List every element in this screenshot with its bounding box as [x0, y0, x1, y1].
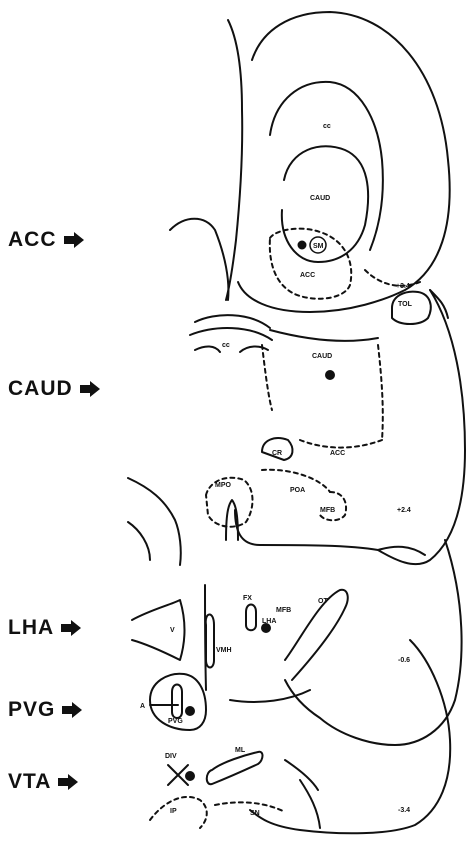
label-vmh: VMH — [216, 647, 232, 654]
label-mpo: MPO — [215, 482, 232, 489]
section-3-ot-band — [285, 590, 348, 680]
side-label-acc-text: ACC — [8, 228, 57, 252]
side-label-vta: VTA — [8, 770, 79, 794]
section-1-midline — [226, 20, 242, 300]
section-1-lower-bridge-2 — [190, 328, 272, 340]
label-mfb-2: MFB — [320, 507, 335, 514]
arrow-right-icon — [79, 380, 101, 398]
section-1-dotted-lateral — [365, 270, 420, 286]
section-3-ventricle-v — [132, 600, 185, 660]
label-sn: SN — [250, 810, 260, 817]
label-caud-2: CAUD — [312, 353, 332, 360]
section-5-ml-tube — [207, 752, 263, 784]
label-a: A — [140, 703, 145, 710]
section-5-ip-dotted — [150, 797, 207, 828]
label-cc-lower: cc — [222, 342, 230, 349]
label-sm: SM — [313, 243, 324, 250]
side-label-caud: CAUD — [8, 377, 101, 401]
side-label-vta-text: VTA — [8, 770, 51, 794]
arrow-right-icon — [57, 773, 79, 791]
label-poa: POA — [290, 487, 305, 494]
section-5-curves — [285, 760, 320, 828]
arrow-right-icon — [63, 231, 85, 249]
label-coord-5: -3.4 — [398, 807, 410, 814]
section-1-inner-ventricle — [282, 146, 368, 262]
label-fx: FX — [243, 595, 252, 602]
section-1-left-wall — [170, 219, 228, 300]
section-3-lesion-dot — [262, 624, 270, 632]
section-2-outline — [235, 290, 465, 564]
side-label-pvg: PVG — [8, 698, 83, 722]
label-acc-1: ACC — [300, 272, 315, 279]
label-coord-2: +2.4 — [397, 507, 411, 514]
label-acc-2: ACC — [330, 450, 345, 457]
label-ot: OT — [318, 598, 328, 605]
section-5-div-cross — [168, 765, 188, 785]
section-2-acc-dotted — [300, 440, 382, 448]
label-coord-3: -0.6 — [398, 657, 410, 664]
side-label-lha-text: LHA — [8, 616, 54, 640]
label-div: DIV — [165, 753, 177, 760]
label-ip: IP — [170, 808, 177, 815]
label-cc-top: cc — [323, 123, 331, 130]
label-caud-1: CAUD — [310, 195, 330, 202]
label-cr: CR — [272, 450, 282, 457]
section-2-caud-dash-right — [378, 345, 383, 440]
section-5-lesion-dot — [186, 772, 194, 780]
label-ml: ML — [235, 747, 246, 754]
section-3-vmh-tube — [206, 614, 214, 667]
section-1-acc-dotted-region — [270, 229, 351, 299]
section-3-fx-capsule — [246, 605, 256, 631]
section-2-caud-dash-left — [262, 345, 272, 410]
section-2-left-curves — [128, 478, 181, 565]
label-v: V — [170, 627, 175, 634]
section-1-outline — [238, 12, 450, 312]
arrow-right-icon — [61, 701, 83, 719]
arrow-right-icon — [60, 619, 82, 637]
side-label-lha: LHA — [8, 616, 82, 640]
section-1-lesion-dot — [299, 242, 306, 249]
section-4-inner-tube — [172, 685, 182, 719]
section-2-lesion-dot — [326, 371, 334, 379]
section-2-upper-boundary — [270, 330, 378, 341]
side-label-pvg-text: PVG — [8, 698, 55, 722]
label-pvg: PVG — [168, 718, 183, 725]
side-label-acc: ACC — [8, 228, 85, 252]
label-mfb-3: MFB — [276, 607, 291, 614]
section-4-lesion-dot — [186, 707, 194, 715]
label-coord-1: +3.4 — [396, 283, 410, 290]
label-tol: TOL — [398, 301, 413, 308]
label-lha: LHA — [262, 618, 276, 625]
section-3-outline — [285, 540, 462, 745]
side-label-caud-text: CAUD — [8, 377, 73, 401]
section-1-lower-bridge — [195, 315, 270, 328]
section-1-cc-notch — [195, 346, 268, 352]
